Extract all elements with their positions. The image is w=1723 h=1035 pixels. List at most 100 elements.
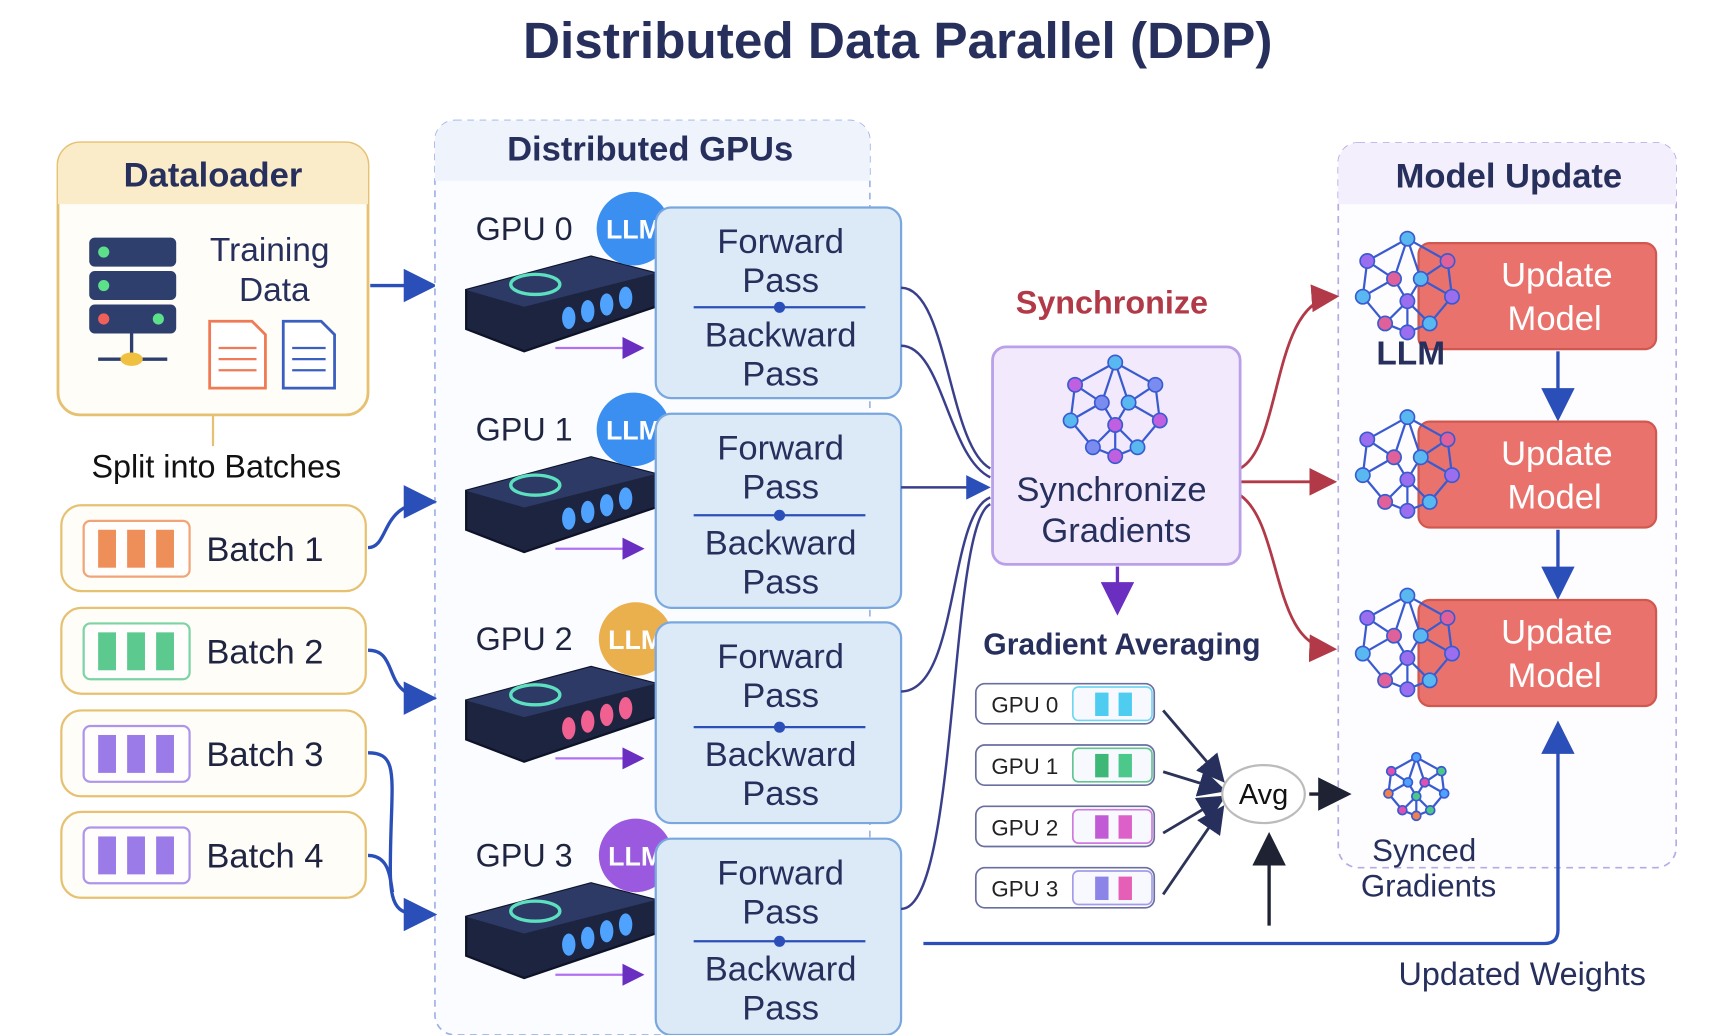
network-node [1107, 354, 1124, 371]
network-node [1402, 777, 1414, 788]
batch-bar [98, 632, 116, 671]
network-node [1421, 315, 1438, 332]
network-node [1107, 416, 1124, 433]
avg-node: Avg [1221, 763, 1306, 825]
forward-line: Pass [742, 262, 819, 300]
gpu-fan [509, 899, 562, 923]
pass-divider-dot [773, 509, 786, 521]
llm-network-icon [1354, 409, 1460, 519]
pass-divider-dot [773, 721, 786, 733]
batch-bar [127, 836, 145, 875]
network-node [1354, 288, 1371, 305]
chip-label: GPU 2 [991, 815, 1058, 840]
update-line: Model [1508, 657, 1602, 695]
gpu-fan [509, 272, 562, 297]
gpu-led [618, 697, 633, 720]
network-node [1093, 394, 1110, 411]
gpu-0-to-sync-line [900, 286, 991, 470]
chip-to-avg-arrow [1162, 795, 1226, 835]
gpu-label: GPU 1 [476, 412, 573, 448]
network-node [1359, 609, 1376, 626]
gradient-chip-gpu-1: GPU 1 [974, 744, 1227, 797]
backward-line: Backward [705, 316, 857, 354]
network-node [1359, 431, 1376, 448]
network-node [1151, 412, 1168, 429]
batch-bar [127, 734, 145, 773]
network-node [1386, 449, 1402, 466]
document-icon-orange [208, 319, 267, 390]
sync-to-update-arrow-3 [1239, 494, 1338, 663]
llm-badge-text: LLM [608, 841, 663, 871]
network-node [1436, 765, 1447, 777]
sync-links-group [900, 284, 1340, 911]
update-line: Model [1508, 479, 1602, 517]
update-line: Update [1501, 435, 1612, 473]
batch-label: Batch 1 [206, 531, 323, 569]
batch-bars-icon [82, 519, 191, 578]
batch-4-to-gpu-arrow [367, 853, 395, 893]
sync-to-update-arrow-1 [1239, 284, 1340, 470]
chip-bar-frame [1071, 747, 1153, 783]
gpu-led [562, 507, 576, 530]
llm-network-icon [1354, 230, 1460, 341]
update-model-box [1417, 420, 1658, 529]
batch-bar [98, 836, 116, 875]
gpu-card-icon [465, 882, 657, 986]
batch-label: Batch 2 [206, 634, 323, 672]
llm-badge-text: LLM [608, 625, 663, 655]
distributed-gpus-header: Distributed GPUs [507, 131, 793, 169]
network-node [1399, 409, 1416, 426]
synced-gradients-network-icon [1383, 751, 1450, 822]
network-node [1419, 777, 1430, 788]
chip-label: GPU 1 [991, 754, 1058, 779]
chip-to-avg-arrow [1162, 805, 1225, 896]
gpu-fan [509, 473, 562, 497]
network-node [1354, 467, 1371, 484]
backward-line: Backward [705, 736, 857, 774]
chip-bar [1095, 815, 1109, 839]
batch-bar [156, 836, 174, 875]
svg-text:Avg: Avg [1239, 779, 1288, 811]
network-node [1383, 788, 1394, 799]
gpu-led [599, 293, 614, 316]
update-line: Update [1501, 257, 1612, 295]
gradient-averaging-label: Gradient Averaging [983, 629, 1260, 662]
llm-badge-circle [598, 602, 673, 676]
backward-line: Pass [742, 989, 819, 1027]
chip-bar [1095, 753, 1109, 778]
chip-label: GPU 0 [991, 693, 1058, 718]
gpu-2-to-sync-line [901, 496, 991, 693]
updated-weights-label: Updated Weights [1399, 956, 1646, 992]
gpu-label: GPU 3 [476, 838, 573, 874]
llm-badge-circle [598, 818, 673, 893]
gpu-led [599, 703, 614, 727]
gpu-card-icon [465, 255, 657, 360]
network-node [1412, 270, 1429, 287]
synced-net-group [1383, 751, 1450, 822]
batch-bars-icon [82, 826, 191, 885]
network-node [1399, 502, 1416, 519]
pass-divider-dot [773, 935, 786, 947]
llm-badge-text: LLM [606, 215, 661, 245]
update-line: Update [1501, 614, 1612, 652]
network-node [1439, 431, 1456, 448]
network-node [1412, 449, 1429, 466]
gpu-3-to-sync-line [900, 503, 991, 911]
network-node [1354, 645, 1371, 662]
network-node [1386, 627, 1402, 644]
